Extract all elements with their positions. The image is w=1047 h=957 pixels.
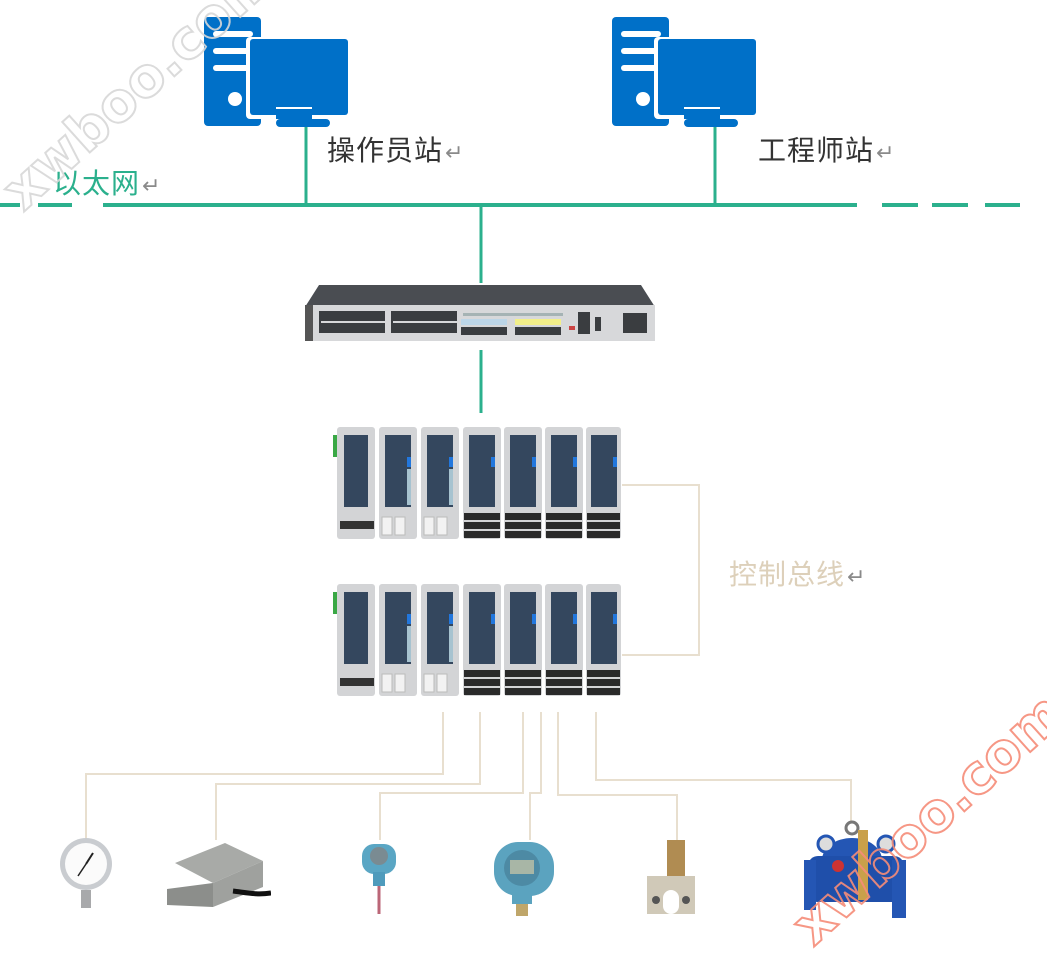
controller-rack-1[interactable]	[333, 425, 621, 547]
pressure-transmitter-icon	[494, 842, 554, 916]
solenoid-actuator[interactable]	[645, 838, 709, 918]
ethernet-bus	[0, 127, 1020, 413]
switch-icon	[305, 285, 655, 341]
junction-box-icon	[167, 843, 271, 907]
io-module-rack-icon	[333, 427, 621, 539]
io-module-rack-icon	[333, 584, 621, 696]
desktop-computer-icon	[612, 17, 758, 127]
network-switch[interactable]	[305, 285, 655, 343]
control-bus-label: 控制总线↵	[729, 558, 867, 591]
pressure-transmitter[interactable]	[492, 838, 556, 918]
operator-station-label: 操作员站↵	[327, 134, 465, 167]
valve-icon	[804, 820, 906, 918]
temperature-transmitter-icon	[362, 844, 396, 914]
controller-rack-2[interactable]	[333, 582, 621, 704]
control-valve[interactable]	[804, 820, 908, 920]
pressure-gauge-icon	[60, 838, 112, 908]
engineer-station[interactable]	[612, 17, 758, 127]
pressure-gauge[interactable]	[58, 836, 114, 910]
engineer-station-label: 工程师站↵	[758, 134, 896, 167]
actuator-icon	[647, 840, 695, 914]
ethernet-label: 以太网↵	[53, 167, 162, 200]
control-bus	[85, 484, 852, 840]
operator-station[interactable]	[204, 17, 350, 127]
desktop-computer-icon	[204, 17, 350, 127]
junction-box-sensor[interactable]	[163, 843, 271, 909]
temperature-transmitter[interactable]	[359, 840, 401, 916]
